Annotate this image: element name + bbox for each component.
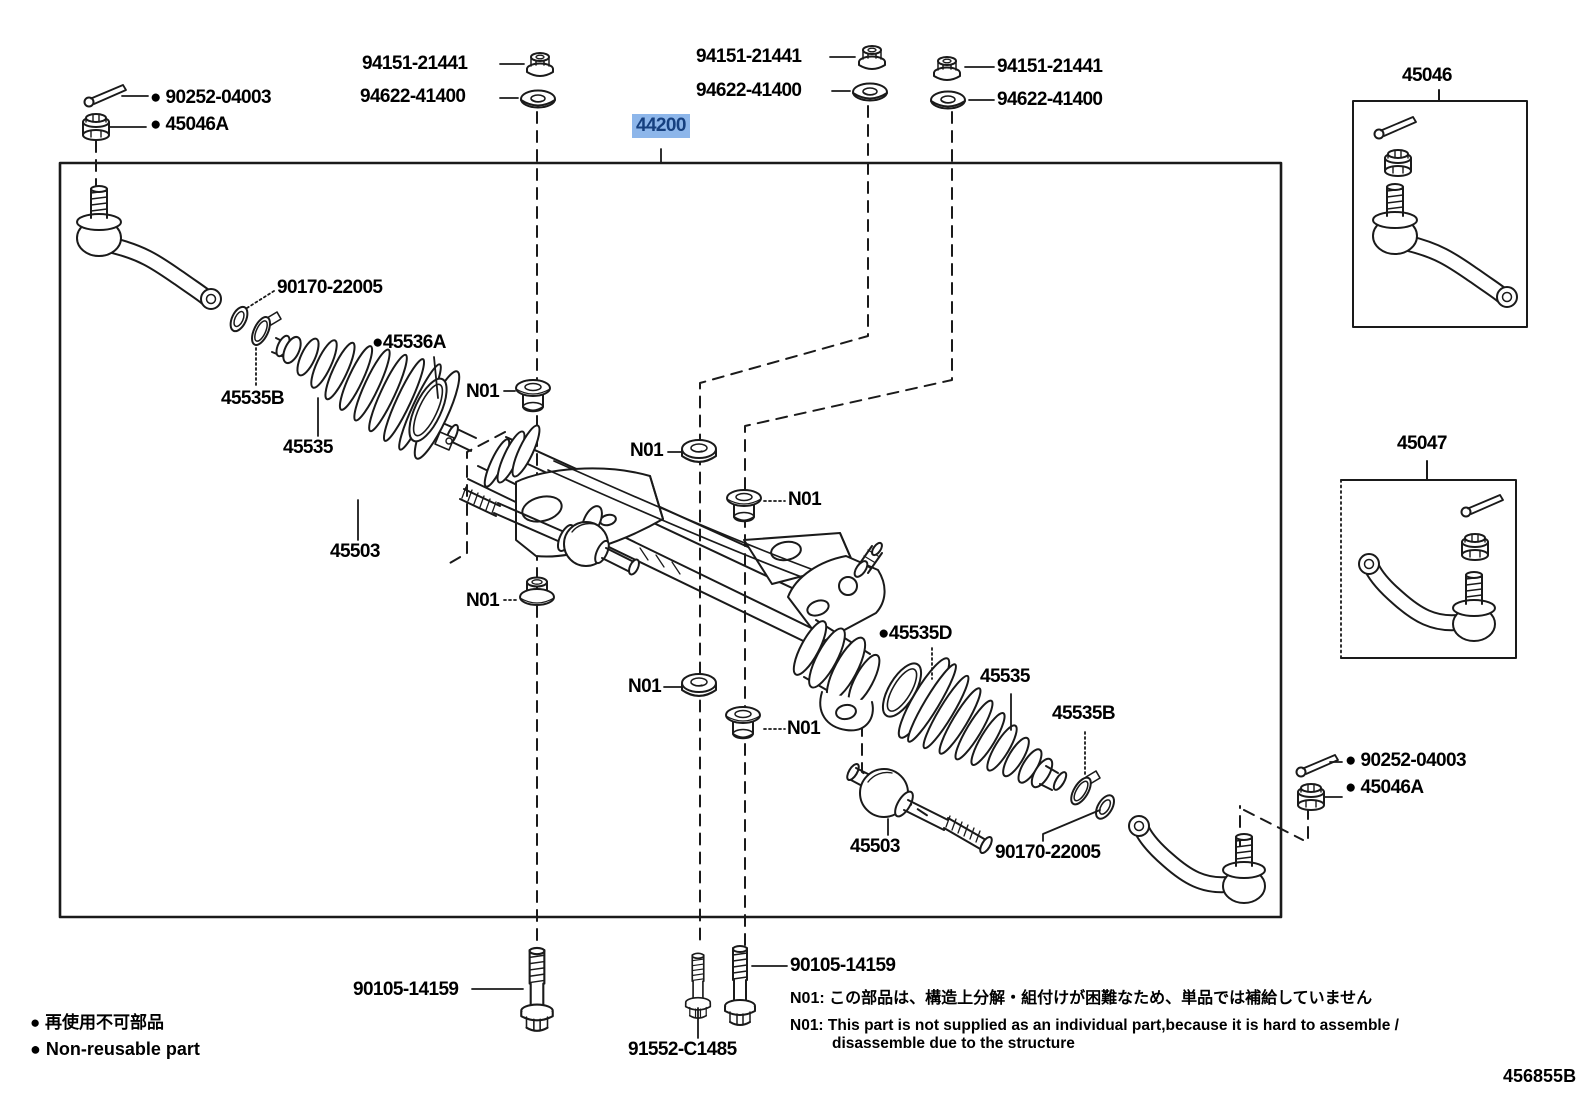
inset-box-45047: [1340, 460, 1517, 659]
label-45535d: ●45535D: [878, 623, 952, 644]
label-45046-box: 45046: [1402, 65, 1452, 86]
castle-nut-right-icon: [1297, 783, 1325, 811]
label-90252-04003-right: ● 90252-04003: [1345, 750, 1467, 771]
label-94622-41400-left: 94622-41400: [360, 86, 466, 107]
left-tie-rod-end-drawing: [77, 186, 221, 309]
label-91552-c1485: 91552-C1485: [628, 1039, 737, 1060]
main-assembly-box: [58, 161, 1283, 919]
fastener-stack-left: [520, 52, 556, 109]
label-90170-22005-right: 90170-22005: [995, 842, 1101, 863]
label-94151-21441-mid: 94151-21441: [696, 46, 802, 67]
label-45536a: ●45536A: [372, 332, 446, 353]
inset-box-45046: [1352, 89, 1528, 328]
grommet-n01-1-icon: [515, 379, 551, 413]
left-inner-tie-rod-45503-drawing: [459, 486, 640, 576]
right-tie-rod-end-drawing: [1129, 816, 1265, 903]
legend-non-reusable-jp: ● 再使用不可部品: [30, 1013, 164, 1032]
clamp-90170-22005-right-icon: [1095, 794, 1115, 820]
label-94151-21441-left: 94151-21441: [362, 53, 468, 74]
clamp-45535b-right-icon: [1070, 770, 1101, 806]
label-90105-14159-left: 90105-14159: [353, 979, 459, 1000]
label-n01-1: N01: [466, 381, 500, 402]
bolt-90105-left-icon: [520, 946, 554, 1032]
label-45047-box: 45047: [1397, 433, 1447, 454]
legend-non-reusable-en: ● Non-reusable part: [30, 1039, 200, 1059]
label-90170-22005-left: 90170-22005: [277, 277, 383, 298]
label-45503-left: 45503: [330, 541, 380, 562]
diagram-code: 456855B: [1503, 1066, 1577, 1086]
clamp-90170-22005-left-icon: [229, 305, 249, 333]
grommet-n01-6-icon: [725, 706, 761, 740]
fastener-stack-right: [930, 56, 966, 110]
label-90105-14159-right: 90105-14159: [790, 955, 896, 976]
note-en-line1: N01: This part is not supplied as an ind…: [790, 1017, 1399, 1034]
fastener-stack-mid: [852, 45, 888, 102]
label-94622-41400-right: 94622-41400: [997, 89, 1103, 110]
label-45046a-right: ● 45046A: [1345, 777, 1424, 798]
note-en-line2: disassemble due to the structure: [832, 1035, 1075, 1052]
label-94151-21441-right: 94151-21441: [997, 56, 1103, 77]
label-90252-04003-left: ● 90252-04003: [150, 87, 272, 108]
clamp-45535b-left-icon: [251, 311, 282, 346]
note-jp: N01: この部品は、構造上分解・組付けが困難なため、単品では補給していません: [790, 990, 1373, 1007]
leader-lines: [109, 56, 1343, 1039]
label-n01-3: N01: [788, 489, 822, 510]
label-45535b-right: 45535B: [1052, 703, 1116, 724]
dotted-leader-lines: [246, 290, 1086, 775]
label-n01-5: N01: [628, 676, 662, 697]
label-45046a-left: ● 45046A: [150, 114, 229, 135]
cotter-pin-left-icon: [83, 84, 127, 108]
right-inner-tie-rod-45503-drawing: [846, 763, 993, 854]
label-45535-right: 45535: [980, 666, 1030, 687]
right-boot-45535-drawing: [897, 657, 1068, 791]
grommet-n01-3-icon: [726, 489, 762, 523]
grommet-n01-2-icon: [681, 439, 717, 463]
label-n01-6: N01: [787, 718, 821, 739]
grommet-n01-4-icon: [519, 576, 555, 606]
tie-rod-end-45046-drawing: [1373, 116, 1517, 307]
label-n01-4: N01: [466, 590, 500, 611]
label-n01-2: N01: [630, 440, 664, 461]
label-94622-41400-mid: 94622-41400: [696, 80, 802, 101]
label-45535-left: 45535: [283, 437, 333, 458]
label-45535b-left: 45535B: [221, 388, 285, 409]
castle-nut-left-icon: [82, 113, 110, 141]
label-45503-right: 45503: [850, 836, 900, 857]
bolt-90105-right-icon: [724, 945, 756, 1026]
cotter-pin-right-icon: [1295, 754, 1339, 778]
grommet-n01-5-icon: [681, 673, 717, 697]
label-44200-highlight: 44200: [632, 114, 690, 138]
tie-rod-end-45047-drawing: [1359, 494, 1504, 641]
